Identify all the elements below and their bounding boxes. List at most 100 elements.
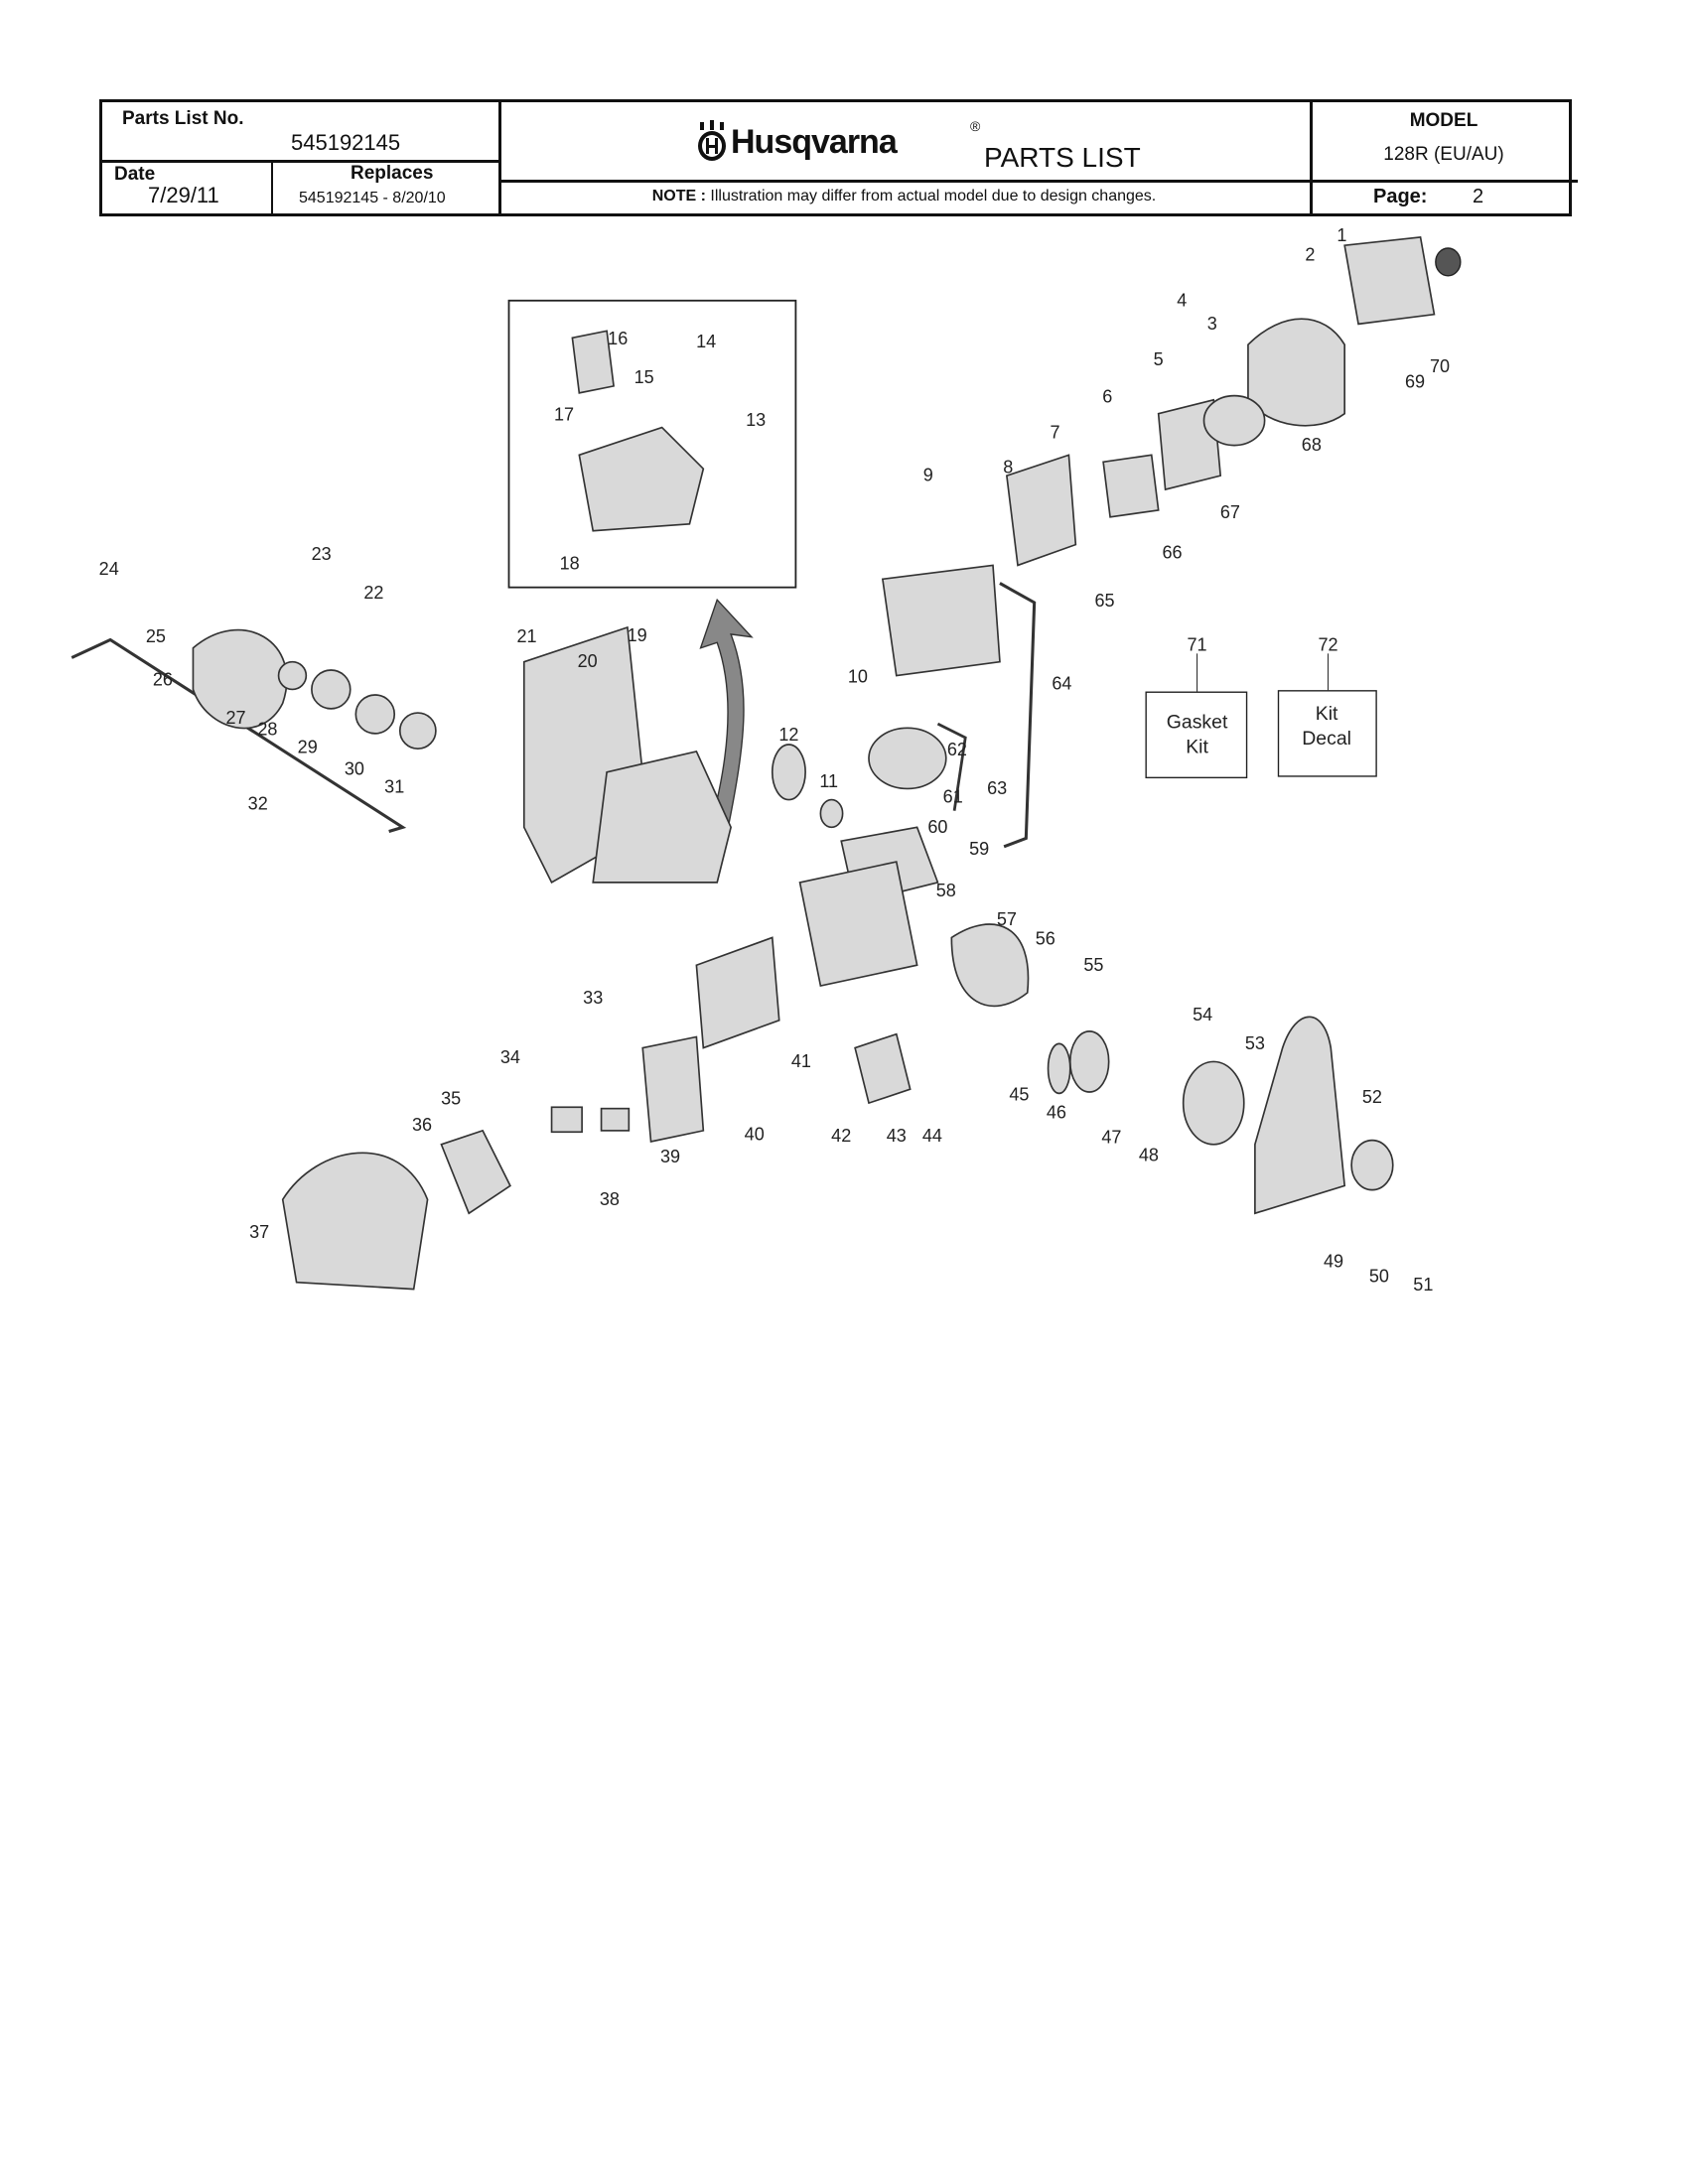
callout-13: 13	[746, 410, 766, 430]
callout-15: 15	[634, 367, 654, 387]
callout-50: 50	[1369, 1267, 1389, 1287]
gasket-kit-line2: Kit	[1186, 736, 1208, 757]
parts-list-title: PARTS LIST	[984, 142, 1141, 173]
callout-45: 45	[1009, 1084, 1029, 1104]
callout-8: 8	[1003, 457, 1013, 477]
date-label: Date	[114, 164, 156, 185]
note: NOTE : Illustration may differ from actu…	[498, 188, 1310, 205]
page-number: 2	[1473, 186, 1484, 207]
divider	[102, 160, 498, 163]
callout-37: 37	[249, 1222, 269, 1242]
callout-47: 47	[1101, 1127, 1121, 1147]
callout-32: 32	[248, 793, 268, 813]
divider	[1310, 102, 1313, 213]
callout-30: 30	[345, 759, 364, 779]
callout-66: 66	[1163, 543, 1183, 563]
decal-kit-box	[1277, 690, 1377, 777]
page-label: Page:	[1373, 186, 1428, 207]
parts-list-no: 545192145	[291, 130, 401, 155]
callout-67: 67	[1220, 502, 1240, 522]
callout-57: 57	[997, 909, 1017, 929]
divider	[1310, 180, 1578, 183]
callout-72: 72	[1318, 635, 1337, 655]
callout-20: 20	[578, 651, 598, 671]
callout-40: 40	[745, 1125, 765, 1145]
callout-55: 55	[1083, 955, 1103, 975]
callout-70: 70	[1430, 356, 1450, 376]
callout-5: 5	[1154, 349, 1164, 369]
divider	[271, 160, 273, 213]
callout-29: 29	[298, 737, 318, 756]
callout-1: 1	[1336, 225, 1346, 245]
parts-list-no-label: Parts List No.	[122, 108, 244, 129]
parts-illustrations	[192, 235, 1462, 1291]
callout-6: 6	[1102, 387, 1112, 407]
model-label: MODEL	[1409, 110, 1478, 131]
callout-33: 33	[583, 988, 603, 1008]
callout-43: 43	[887, 1126, 907, 1146]
callout-3: 3	[1207, 314, 1217, 334]
callout-2: 2	[1305, 245, 1315, 265]
bracket-63	[936, 722, 967, 811]
callout-24: 24	[99, 559, 119, 579]
callout-10: 10	[848, 667, 868, 687]
crown-h-icon	[698, 120, 726, 161]
header-table: Parts List No. 545192145 Date 7/29/11 Re…	[99, 99, 1578, 216]
callout-19: 19	[628, 625, 647, 645]
callout-65: 65	[1094, 591, 1114, 611]
callout-21: 21	[517, 626, 537, 646]
divider	[498, 180, 1310, 183]
callout-25: 25	[146, 626, 166, 646]
callout-31: 31	[384, 777, 404, 797]
replaces-value: 545192145 - 8/20/10	[299, 190, 446, 206]
brand-name: Husqvarna	[731, 123, 898, 161]
callout-16: 16	[608, 329, 628, 348]
callout-35: 35	[441, 1089, 461, 1109]
decal-kit-line2: Decal	[1302, 728, 1351, 750]
callout-49: 49	[1324, 1251, 1343, 1271]
callout-51: 51	[1413, 1275, 1433, 1295]
bracket-32	[70, 637, 407, 833]
callout-58: 58	[936, 881, 956, 900]
callout-7: 7	[1050, 423, 1059, 443]
callout-28: 28	[257, 719, 277, 739]
callout-61: 61	[943, 786, 963, 806]
callout-53: 53	[1245, 1033, 1265, 1053]
callout-60: 60	[927, 817, 947, 837]
date-value: 7/29/11	[148, 183, 219, 207]
replaces-label: Replaces	[351, 163, 434, 184]
callout-38: 38	[600, 1189, 620, 1209]
callout-22: 22	[363, 583, 383, 603]
fuel-tank-inset-box	[507, 299, 797, 589]
model-value: 128R (EU/AU)	[1383, 144, 1504, 165]
callout-71: 71	[1188, 635, 1207, 655]
callout-41: 41	[791, 1051, 811, 1071]
arrow-icon	[699, 598, 754, 829]
callout-4: 4	[1177, 290, 1187, 310]
callout-59: 59	[969, 839, 989, 859]
callout-27: 27	[225, 708, 245, 728]
callout-17: 17	[554, 405, 574, 425]
callout-54: 54	[1193, 1005, 1212, 1024]
note-text: Illustration may differ from actual mode…	[710, 188, 1157, 205]
callout-64: 64	[1052, 673, 1071, 693]
callout-11: 11	[819, 771, 838, 791]
note-label: NOTE :	[651, 188, 706, 205]
callout-18: 18	[560, 554, 580, 574]
callout-44: 44	[922, 1126, 942, 1146]
callout-39: 39	[660, 1147, 680, 1166]
decal-kit-line1: Kit	[1316, 703, 1338, 725]
callout-34: 34	[500, 1047, 520, 1067]
callout-46: 46	[1047, 1102, 1066, 1122]
divider	[498, 102, 501, 213]
callout-42: 42	[831, 1126, 851, 1146]
callout-labels: 1234567891011121314151617181920212223242…	[99, 225, 1450, 1295]
callout-36: 36	[412, 1115, 432, 1135]
callout-69: 69	[1405, 371, 1425, 391]
callout-56: 56	[1036, 928, 1055, 948]
callout-52: 52	[1362, 1087, 1382, 1107]
gasket-kit-line1: Gasket	[1167, 711, 1228, 733]
callout-9: 9	[923, 466, 933, 485]
callout-63: 63	[987, 778, 1007, 798]
